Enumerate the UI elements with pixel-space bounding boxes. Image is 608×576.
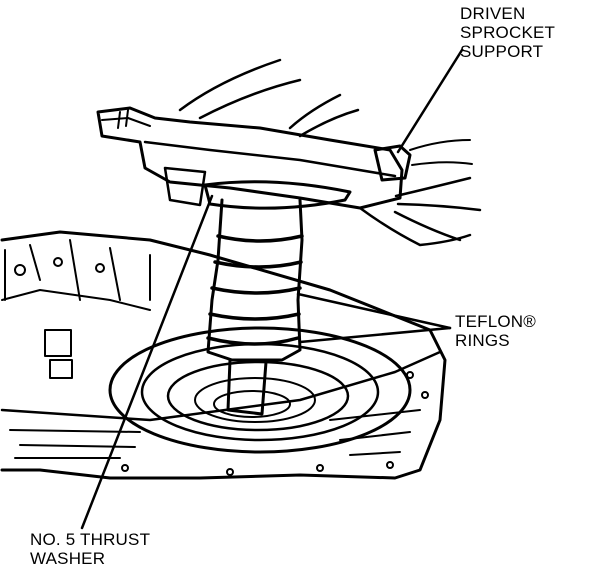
leader-lines [80, 48, 464, 530]
label-teflon-rings: TEFLON® RINGS [455, 312, 536, 350]
label-line: TEFLON® [455, 312, 536, 331]
label-line: SUPPORT [460, 42, 544, 61]
label-line: SPROCKET [460, 23, 556, 42]
case-bore [108, 326, 412, 454]
label-no5-thrust-washer: NO. 5 THRUST WASHER [30, 530, 150, 568]
transmission-case [0, 230, 447, 480]
teflon-rings [206, 234, 304, 346]
label-line: WASHER [30, 549, 106, 568]
leader-driven-sprocket-support [396, 48, 464, 154]
hands [178, 58, 482, 247]
leader-teflon-rings-upper [296, 292, 452, 330]
label-line: NO. 5 THRUST [30, 530, 151, 549]
leader-teflon-rings-lower [298, 326, 452, 344]
driven-sprocket-support [96, 106, 412, 416]
label-line: DRIVEN [460, 4, 526, 23]
label-line: RINGS [455, 331, 510, 350]
leader-thrust-washer [80, 194, 214, 530]
label-driven-sprocket-support: DRIVEN SPROCKET SUPPORT [460, 4, 555, 61]
